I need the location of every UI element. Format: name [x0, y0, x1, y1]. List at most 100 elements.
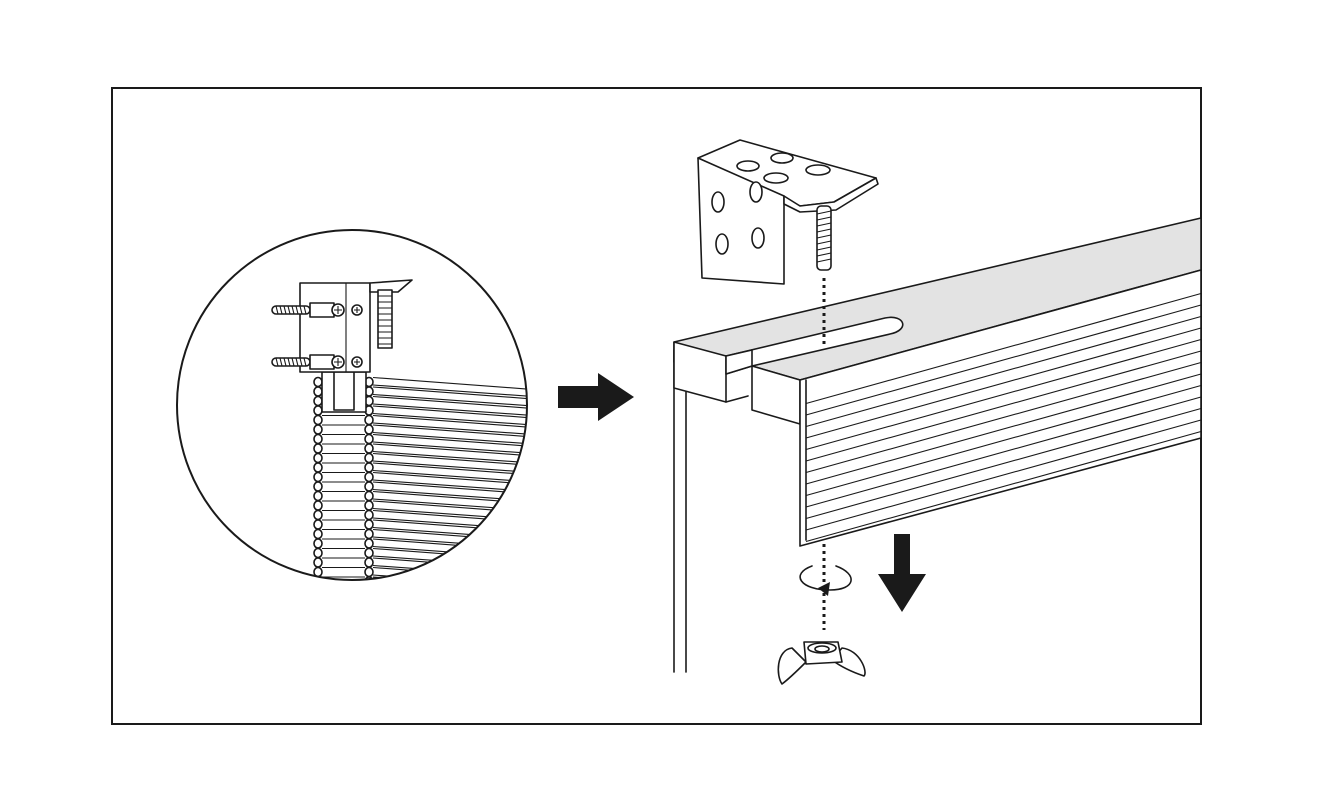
cell-line	[373, 585, 540, 597]
cell	[313, 500, 323, 511]
cell-line	[372, 481, 527, 496]
detail-circle	[176, 229, 540, 597]
cell	[313, 376, 323, 388]
pleat-line	[805, 327, 1202, 439]
cell-line	[372, 376, 527, 391]
cellular-shade-pleats	[364, 376, 540, 597]
rotate-arrow-icon	[799, 565, 852, 596]
cell-line	[372, 422, 527, 436]
cell-line	[372, 414, 527, 429]
cell-line	[372, 452, 527, 467]
cell-line	[372, 471, 527, 486]
cell-line	[372, 576, 527, 580]
cell	[313, 490, 323, 502]
cell-line	[372, 536, 527, 550]
pleat-line	[805, 419, 1202, 531]
pleat-line	[805, 373, 1202, 485]
cell-line	[372, 431, 527, 446]
cell-line	[372, 450, 527, 465]
cell	[313, 386, 323, 397]
arrow-down-icon	[878, 534, 926, 612]
pleat-line	[805, 430, 1202, 543]
cell-line	[372, 395, 527, 410]
cell	[313, 557, 323, 568]
cell	[364, 538, 374, 549]
cell	[313, 433, 323, 445]
bolt-detail	[377, 289, 393, 349]
cell	[364, 519, 374, 530]
pleat-line	[805, 338, 1202, 451]
cell-line	[372, 441, 527, 455]
cell-line	[372, 517, 527, 531]
cell-line	[372, 500, 527, 515]
cell	[364, 443, 374, 454]
cell	[313, 424, 323, 435]
cell	[364, 433, 374, 445]
cell-line	[372, 557, 527, 572]
cell-line	[372, 460, 527, 474]
cell-line	[372, 469, 527, 484]
cell	[313, 547, 323, 559]
cell	[364, 557, 374, 568]
cell	[313, 471, 323, 483]
detail-circle-outline	[176, 229, 528, 581]
cell-line	[372, 509, 527, 524]
wing-nut-icon	[777, 641, 866, 685]
shade-pleat-lines	[805, 292, 1202, 543]
cell-line	[372, 528, 527, 543]
cell	[364, 424, 374, 435]
pleat-line	[805, 315, 1202, 428]
cell	[364, 471, 374, 483]
cell-line	[372, 547, 527, 562]
arrow-right-icon	[558, 373, 634, 421]
cell-line	[372, 507, 527, 522]
cell-line	[372, 424, 527, 439]
cell-line	[372, 393, 527, 408]
cell-line	[372, 479, 527, 493]
cell	[313, 509, 323, 521]
cell-line	[372, 384, 527, 398]
l-bracket	[697, 139, 879, 285]
cell	[364, 490, 374, 502]
cell-line	[372, 488, 527, 503]
cell	[364, 500, 374, 511]
cell	[364, 452, 374, 464]
cell	[313, 443, 323, 454]
cell-line	[372, 574, 527, 580]
cell	[313, 414, 323, 426]
screw-icon	[271, 354, 363, 370]
cell	[364, 528, 374, 540]
cell	[313, 528, 323, 540]
cell	[313, 462, 323, 473]
pleat-line	[805, 304, 1202, 416]
cell	[313, 452, 323, 464]
cell-line	[372, 555, 527, 569]
cell-line	[372, 490, 527, 505]
cell	[313, 395, 323, 407]
cell	[364, 414, 374, 426]
cell-line	[372, 564, 527, 579]
pleat-line	[805, 384, 1202, 497]
cell	[364, 462, 374, 473]
cell-line	[372, 526, 527, 541]
cell	[313, 405, 323, 416]
cell	[313, 576, 323, 580]
cell	[313, 481, 323, 492]
cell-line	[372, 412, 527, 427]
cell-line	[372, 519, 527, 534]
cell	[364, 481, 374, 492]
headrail-assembly	[673, 217, 1202, 673]
pleat-line	[805, 396, 1202, 508]
cell	[364, 566, 374, 578]
pleat-line	[805, 361, 1202, 474]
pleat-line	[805, 407, 1202, 520]
cell-line	[372, 386, 527, 401]
pleat-line	[805, 292, 1202, 405]
cell-line	[372, 403, 527, 417]
cell-line	[372, 545, 527, 560]
cell	[364, 547, 374, 559]
cell	[364, 509, 374, 521]
cell-line	[372, 443, 527, 458]
screw-icon	[271, 302, 363, 318]
